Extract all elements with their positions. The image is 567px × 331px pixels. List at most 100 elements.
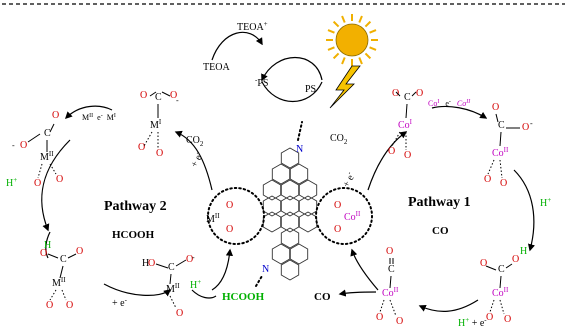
bond bbox=[485, 265, 497, 271]
pw2-m2-cooh-ligand-o1: O bbox=[46, 300, 53, 311]
sun-icon bbox=[326, 14, 378, 66]
bond bbox=[499, 159, 503, 179]
pw2-formic-acid: HCOOH bbox=[222, 291, 265, 303]
pw1-right-arrow bbox=[513, 169, 535, 252]
pw1-proton-label: H+ bbox=[540, 196, 551, 209]
pw2-bottom-electron: + e- bbox=[112, 296, 128, 309]
pw2-m2-cooh-hydrogen: H bbox=[44, 240, 51, 251]
pw2-hcooh-release bbox=[191, 289, 217, 299]
sun-ray bbox=[341, 57, 346, 65]
bond bbox=[47, 253, 59, 259]
pw1-co-ligand-o2: O bbox=[396, 316, 403, 327]
sun-ray bbox=[369, 46, 377, 51]
ligand-ring bbox=[289, 163, 309, 185]
bond bbox=[379, 299, 385, 313]
bond bbox=[499, 275, 502, 289]
pw1-redox-label: CoI e- CoII bbox=[428, 96, 471, 108]
bond bbox=[487, 159, 495, 175]
pw1-return-arrow bbox=[350, 248, 379, 291]
sun-ray bbox=[358, 57, 363, 65]
sun-ray bbox=[332, 52, 340, 60]
ligand-lower-link bbox=[255, 275, 263, 287]
sun-ray bbox=[364, 52, 372, 60]
pw1-co2-ligand-o1: O bbox=[484, 174, 491, 185]
pw2-left-arrow-upper bbox=[41, 139, 71, 232]
pw2-m2-cooh-metal: MII bbox=[52, 276, 66, 289]
sun-ray bbox=[341, 15, 346, 23]
pw1-cooh-oxygen-a: O bbox=[480, 258, 487, 269]
pw2-bottom-charge: - bbox=[192, 253, 195, 262]
pw2-bottom-carbon: C bbox=[168, 262, 175, 273]
pw2-m1-co2-oxygen-a: O bbox=[140, 90, 147, 101]
pw2-m1-co2-ligand-o2: O bbox=[156, 148, 163, 159]
pw2-top-arrow bbox=[64, 105, 113, 120]
ligand-ps-link bbox=[297, 121, 303, 141]
ligand-ring bbox=[271, 243, 291, 265]
pw1-cooh-oxygen-h: O bbox=[512, 254, 519, 265]
bond bbox=[489, 299, 495, 313]
pw2-bottom-hydrogen: H bbox=[142, 258, 149, 269]
pw2-m2-cooh-carbon: C bbox=[60, 254, 67, 265]
teoa-oxidation-arrow bbox=[211, 31, 263, 61]
pathway2-product: HCOOH bbox=[112, 229, 155, 241]
bond bbox=[505, 263, 513, 269]
pw1-co2-co2-oxygen-b: O bbox=[522, 122, 529, 133]
central-ligand bbox=[262, 147, 318, 281]
bond bbox=[411, 91, 417, 97]
pw2-m2-co2-oxygen-a: O bbox=[20, 140, 27, 151]
pathway2-title: Pathway 2 bbox=[104, 199, 167, 214]
bond bbox=[61, 289, 67, 301]
bond bbox=[59, 265, 64, 279]
pw1-electron-step: + e- bbox=[339, 170, 358, 190]
pw1-bottom-arrow bbox=[418, 299, 479, 312]
ligand-ring bbox=[280, 195, 300, 217]
pw1-co-ligand-o1: O bbox=[376, 312, 383, 323]
pw2-m2-co2-ligand-o1: O bbox=[34, 178, 41, 189]
pw2-catalyst-label: MII bbox=[206, 212, 220, 225]
ligand-ring bbox=[298, 179, 318, 201]
pw1-co-metal: CoII bbox=[382, 286, 399, 299]
bond bbox=[175, 259, 187, 267]
pw2-m2-co2-carbon: C bbox=[44, 128, 51, 139]
pw1-cooh-metal: CoII bbox=[492, 286, 509, 299]
ligand-ring bbox=[298, 211, 318, 233]
pw2-h-plus-label: H+ bbox=[190, 278, 201, 291]
pw2-m1-co2-carbon: C bbox=[155, 92, 162, 103]
pw1-co2-ligand-o2: O bbox=[500, 178, 507, 189]
ligand-ring bbox=[271, 163, 291, 185]
sun-ray bbox=[358, 15, 363, 23]
ligand-nitrogen-top: N bbox=[296, 144, 303, 155]
ligand-ring bbox=[280, 211, 300, 233]
bond bbox=[499, 299, 505, 315]
teoa-oxidized-label: TEOA+ bbox=[237, 20, 268, 33]
ligand-ring bbox=[262, 211, 282, 233]
pw2-m2-co2-ligand-o2: O bbox=[56, 174, 63, 185]
pw2-bottom-oxygen-b: O bbox=[186, 254, 193, 265]
pw2-redox-label: MII e- MI bbox=[82, 110, 116, 122]
pw1-co1-co2-oxygen-b: O bbox=[416, 88, 423, 99]
bond bbox=[49, 289, 57, 301]
pw1-co2-co2-charge: - bbox=[530, 119, 533, 128]
ligand-ring bbox=[262, 179, 282, 201]
pw2-left-arrow-lower bbox=[45, 231, 51, 259]
bond bbox=[27, 133, 41, 143]
ligand-ring bbox=[289, 243, 309, 265]
bond bbox=[389, 299, 397, 317]
bond bbox=[389, 275, 392, 289]
pathway1-title: Pathway 1 bbox=[408, 195, 471, 210]
pw1-co-carbon: C bbox=[388, 264, 395, 275]
pathway1-cycle: Pathway 1 CO CO2 + e- CoI e- CoII H+ CO … bbox=[314, 96, 551, 329]
bond bbox=[405, 103, 408, 119]
pw2-m2-cooh-ligand-o2: O bbox=[66, 300, 73, 311]
pathway2-cycle: Pathway 2 HCOOH CO2 + e- MII e- MI H+ H+… bbox=[6, 105, 265, 309]
pw1-co-oxygen: O bbox=[386, 246, 393, 257]
pw2-m2-co2-oxygen-b: O bbox=[52, 110, 59, 121]
bond bbox=[495, 113, 499, 123]
pw2-bottom-oxygen-h: O bbox=[148, 258, 155, 269]
pw1-cooh-carbon: C bbox=[498, 264, 505, 275]
pw1-catalyst-o1: O bbox=[334, 200, 341, 211]
pw1-co1-co2-oxygen-a: O bbox=[392, 88, 399, 99]
ligand-nitrogen-bottom: N bbox=[262, 264, 269, 275]
